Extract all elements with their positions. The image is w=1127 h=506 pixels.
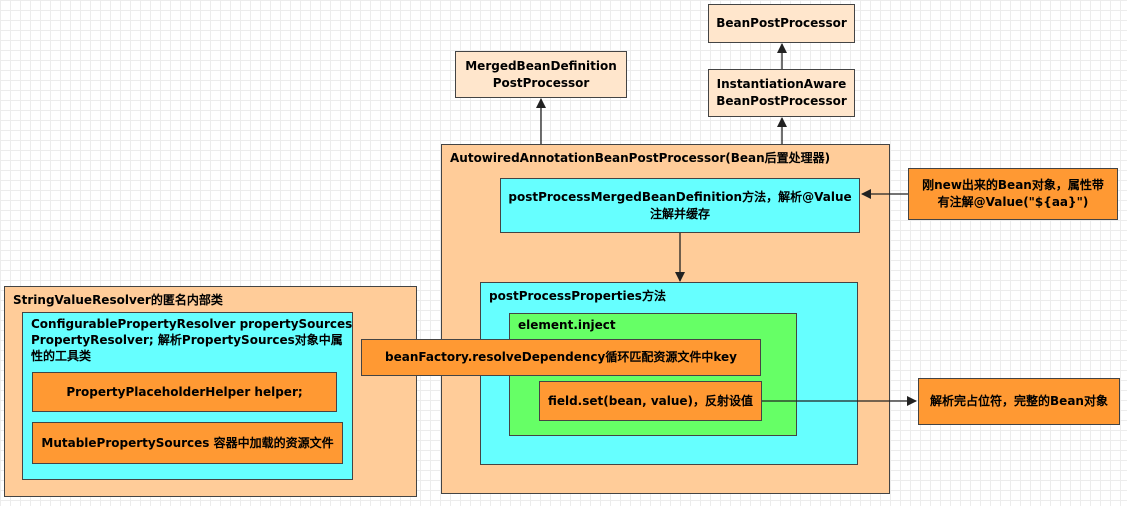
autowired-annotation-label: AutowiredAnnotationBeanPostProcessor(Bea… [450,151,831,165]
post-process-merged-label: postProcessMergedBeanDefinition方法，解析@Val… [508,189,852,221]
resolve-dependency-label: beanFactory.resolveDependency循环匹配资源文件中ke… [385,350,737,364]
element-inject-label: element.inject [518,318,616,332]
configurable-resolver-label: ConfigurablePropertyResolver propertySou… [31,317,353,363]
new-bean-note-label: 刚new出来的Bean对象，属性带 有注解@Value("${aa}") [922,178,1104,209]
bean-post-processor-label: BeanPostProcessor [716,16,847,30]
merged-bean-definition-label: MergedBeanDefinition PostProcessor [465,58,617,90]
new-bean-note-box: 刚new出来的Bean对象，属性带 有注解@Value("${aa}") [908,168,1118,220]
instantiation-aware-label: InstantiationAware BeanPostProcessor [716,77,847,108]
post-process-properties-label: postProcessProperties方法 [489,289,666,303]
resolve-dependency-box: beanFactory.resolveDependency循环匹配资源文件中ke… [361,339,761,376]
bean-post-processor-box: BeanPostProcessor [708,4,855,43]
mutable-sources-box: MutablePropertySources 容器中加载的资源文件 [32,422,343,464]
instantiation-aware-box: InstantiationAware BeanPostProcessor [708,69,855,117]
field-set-label: field.set(bean, value)，反射设值 [547,393,754,408]
complete-bean-box: 解析完占位符，完整的Bean对象 [918,378,1120,425]
placeholder-helper-box: PropertyPlaceholderHelper helper; [32,372,337,412]
merged-bean-definition-box: MergedBeanDefinition PostProcessor [455,51,627,98]
mutable-sources-label: MutablePropertySources 容器中加载的资源文件 [41,435,334,450]
post-process-merged-box: postProcessMergedBeanDefinition方法，解析@Val… [500,178,860,233]
string-value-resolver-label: StringValueResolver的匿名内部类 [13,293,223,307]
complete-bean-label: 解析完占位符，完整的Bean对象 [930,394,1108,408]
field-set-box: field.set(bean, value)，反射设值 [539,381,762,421]
placeholder-helper-label: PropertyPlaceholderHelper helper; [66,384,303,399]
